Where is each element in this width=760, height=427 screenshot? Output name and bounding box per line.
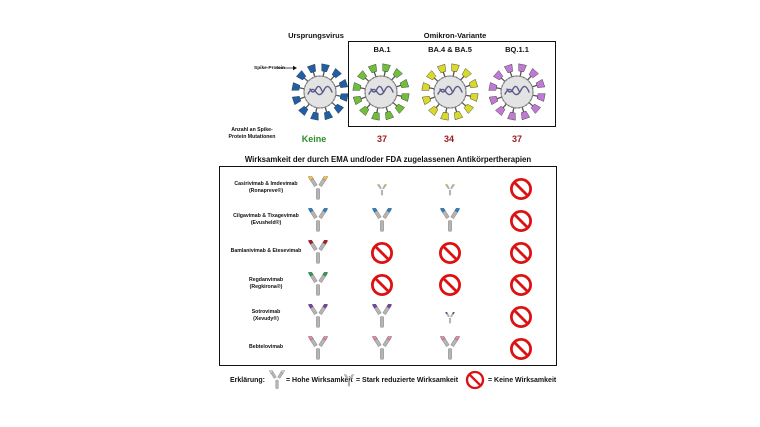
virus-ba1 [352, 63, 410, 121]
efficacy-section-title: Wirksamkeit der durch EMA und/oder FDA z… [244, 155, 532, 164]
therapy-label: Casirivimab & Imdevimab(Ronapreve®) [220, 181, 312, 195]
therapy-name: Regdanvimab [248, 277, 283, 283]
therapy-name: Bamlanivimab & Etesevimab [230, 248, 302, 254]
mutation-count-ba45: 34 [443, 134, 454, 144]
mutation-count-original: Keine [301, 134, 327, 144]
variant-label-bq11: BQ.1.1 [505, 45, 529, 54]
antibody-icon [372, 304, 392, 328]
original-virus-label: Ursprungsvirus [288, 31, 344, 40]
antibody-icon [372, 336, 392, 360]
antibody-icon [308, 304, 328, 328]
therapy-label: Bebtelovimab [220, 344, 312, 351]
antibody-icon [308, 240, 328, 264]
variant-label-ba45: BA.4 & BA.5 [428, 45, 472, 54]
therapy-label: Cilgavimab & Tixagevimab(Evusheld®) [220, 213, 312, 227]
therapy-name: Casirivimab & Imdevimab [234, 181, 298, 187]
small-antibody-icon [377, 184, 387, 196]
prohibited-icon [510, 306, 532, 328]
prohibited-icon [439, 242, 461, 264]
therapy-brand: (Ronapreve®) [248, 188, 284, 195]
antibody-icon [308, 336, 328, 360]
efficacy-table [219, 166, 557, 366]
spike-pointer-arrow [276, 65, 297, 71]
antibody-icon [440, 208, 460, 232]
legend-high-text: = Hohe Wirksamkeit [286, 377, 353, 384]
therapy-name: Sotrovimab [251, 309, 281, 315]
mutation-count-ba1: 37 [376, 134, 387, 144]
antibody-icon [308, 272, 328, 296]
prohibited-icon [510, 210, 532, 232]
variant-label-ba1: BA.1 [373, 45, 391, 54]
therapy-label: Bamlanivimab & Etesevimab [220, 248, 312, 255]
legend-small-antibody-icon [343, 374, 355, 387]
therapy-brand: (Xevudy®) [253, 316, 279, 323]
antibody-icon [440, 336, 460, 360]
legend-none-text: = Keine Wirksamkeit [488, 377, 557, 384]
therapy-label: Sotrovimab(Xevudy®) [220, 309, 312, 323]
virus-bq11 [488, 63, 546, 121]
therapy-name: Bebtelovimab [248, 344, 283, 350]
virus-original [291, 63, 349, 121]
prohibited-icon [510, 242, 532, 264]
spike-protein-label: Spike-Protein [254, 66, 285, 71]
legend-reduced-text: = Stark reduzierte Wirksamkeit [356, 377, 459, 384]
antibody-icon [372, 208, 392, 232]
antibody-icon [308, 176, 328, 200]
antibody-icon [308, 208, 328, 232]
legend-prohibited-icon [465, 370, 485, 390]
mutation-count-label: Anzahl an Spike-Protein Mutationen [228, 127, 276, 141]
mutation-count-bq11: 37 [511, 134, 522, 144]
therapy-brand: (Regkirona®) [249, 284, 283, 291]
prohibited-icon [510, 338, 532, 360]
prohibited-icon [371, 274, 393, 296]
therapy-label: Regdanvimab(Regkirona®) [220, 277, 312, 291]
therapy-brand: (Evusheld®) [250, 220, 282, 227]
small-antibody-icon [445, 184, 455, 196]
omicron-title: Omikron-Variante [423, 31, 487, 40]
omicron-box [348, 41, 556, 127]
prohibited-icon [510, 274, 532, 296]
small-antibody-icon [445, 312, 455, 324]
virus-ba45 [421, 63, 479, 121]
prohibited-icon [510, 178, 532, 200]
legend-title: Erklärung: [230, 377, 266, 384]
prohibited-icon [371, 242, 393, 264]
therapy-name: Cilgavimab & Tixagevimab [233, 213, 299, 219]
prohibited-icon [439, 274, 461, 296]
legend-antibody-icon [268, 370, 286, 389]
